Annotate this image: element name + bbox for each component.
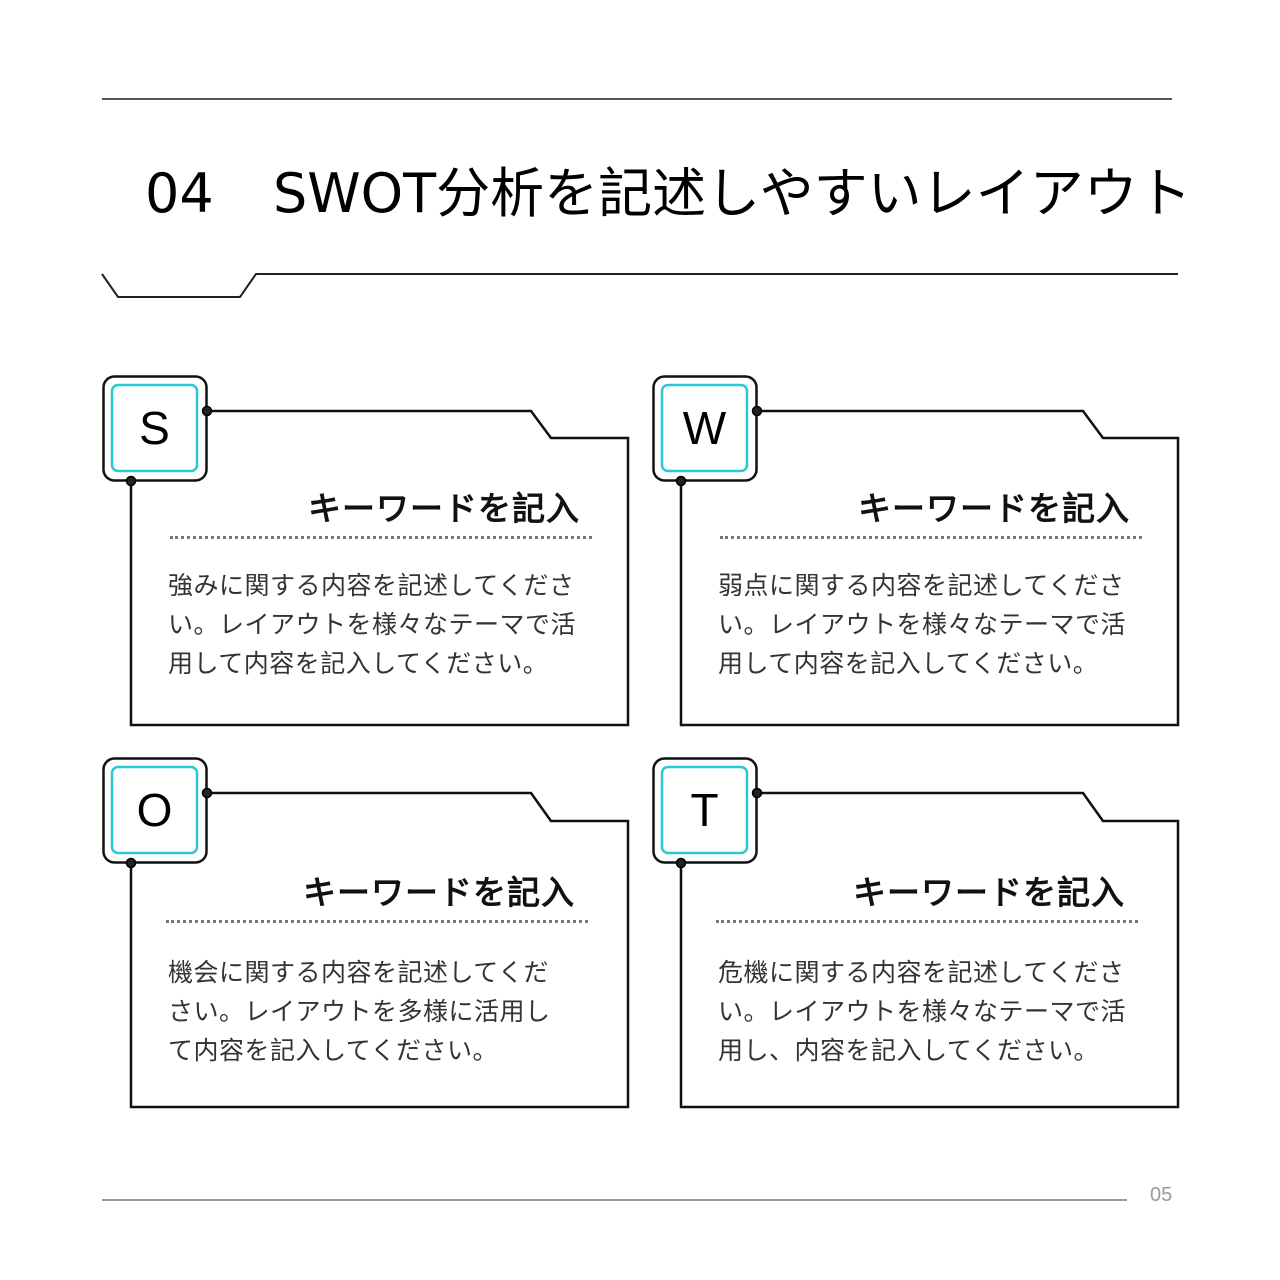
footer-rule: [102, 1199, 1127, 1201]
body-line: 用して内容を記入してください。: [168, 649, 549, 678]
dotted-divider: [716, 920, 1138, 923]
card-keyword: キーワードを記入: [858, 489, 1130, 528]
body-line: 用し、内容を記入してください。: [718, 1036, 1100, 1065]
section-number: 04: [145, 162, 214, 225]
badge-letter-w: W: [682, 402, 727, 454]
body-line: 弱点に関する内容を記述してくださ: [718, 571, 1125, 600]
body-line: 危機に関する内容を記述してくださ: [718, 958, 1125, 987]
body-line: い。レイアウトを様々なテーマで活: [168, 610, 577, 639]
badge-letter-t: T: [690, 784, 719, 836]
badge-letter-s: S: [139, 402, 170, 454]
card-body: 強みに関する内容を記述してくださ い。レイアウトを様々なテーマで活 用して内容を…: [168, 566, 608, 683]
card-body: 弱点に関する内容を記述してくださ い。レイアウトを様々なテーマで活 用して内容を…: [718, 566, 1158, 683]
card-keyword: キーワードを記入: [303, 873, 575, 912]
page-title: 04 SWOT分析を記述しやすいレイアウト: [145, 158, 1192, 230]
dotted-divider: [170, 536, 592, 539]
card-body: 危機に関する内容を記述してくださ い。レイアウトを様々なテーマで活 用し、内容を…: [718, 953, 1158, 1070]
body-line: い。レイアウトを様々なテーマで活: [718, 997, 1127, 1026]
card-body: 機会に関する内容を記述してくだ さい。レイアウトを多様に活用し て内容を記入して…: [168, 953, 608, 1070]
card-keyword: キーワードを記入: [308, 489, 580, 528]
body-line: 強みに関する内容を記述してくださ: [168, 571, 575, 600]
card-keyword: キーワードを記入: [853, 873, 1125, 912]
dotted-divider: [166, 920, 588, 923]
body-line: 機会に関する内容を記述してくだ: [168, 958, 550, 987]
body-line: て内容を記入してください。: [168, 1036, 499, 1065]
top-rule: [102, 98, 1172, 100]
page-number: 05: [1150, 1184, 1173, 1206]
body-line: 用して内容を記入してください。: [718, 649, 1099, 678]
dotted-divider: [720, 536, 1142, 539]
title-text: SWOT分析を記述しやすいレイアウト: [273, 162, 1192, 225]
badge-letter-o: O: [136, 784, 173, 836]
body-line: い。レイアウトを様々なテーマで活: [718, 610, 1127, 639]
title-underline-deco: [101, 273, 1178, 298]
body-line: さい。レイアウトを多様に活用し: [168, 997, 551, 1026]
